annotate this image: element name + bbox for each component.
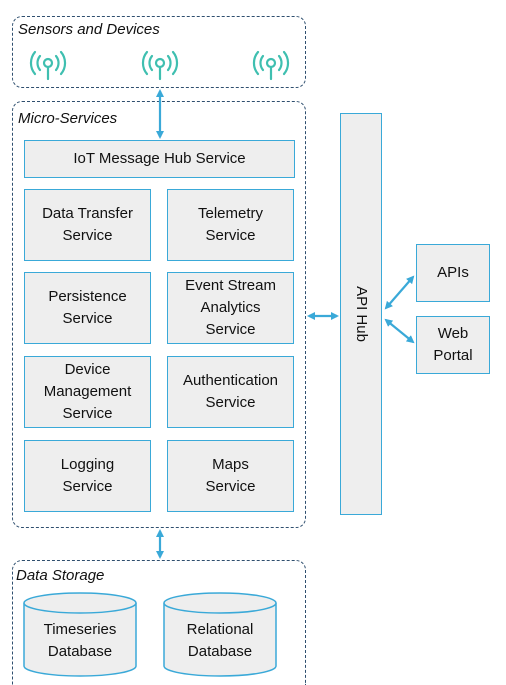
maps-service-box: Maps Service xyxy=(167,440,294,512)
micro-services-title: Micro-Services xyxy=(18,110,118,127)
wireless-sensor-icon xyxy=(252,50,290,81)
wireless-sensor-icon xyxy=(29,50,67,81)
relational-database-label: Relational Database xyxy=(186,621,254,660)
web-portal-box: Web Portal xyxy=(416,316,490,374)
telemetry-service-box: Telemetry Service xyxy=(167,189,294,261)
logging-service-box: Logging Service xyxy=(24,440,151,512)
api-hub-to-web-portal-arrow xyxy=(384,318,415,344)
apis-box: APIs xyxy=(416,244,490,302)
event-stream-analytics-service-box: Event Stream Analytics Service xyxy=(167,272,294,344)
data-storage-group xyxy=(12,560,306,685)
wireless-sensor-icon xyxy=(141,50,179,81)
iot-message-hub-box: IoT Message Hub Service xyxy=(24,140,295,178)
data-transfer-service-box: Data Transfer Service xyxy=(24,189,151,261)
persistence-service-box: Persistence Service xyxy=(24,272,151,344)
timeseries-database-label: Timeseries Database xyxy=(43,621,117,660)
sensors-devices-group xyxy=(12,16,306,88)
device-management-service-box: Device Management Service xyxy=(24,356,151,428)
authentication-service-box: Authentication Service xyxy=(167,356,294,428)
api-hub-box: API Hub xyxy=(340,113,382,515)
data-storage-title: Data Storage xyxy=(16,567,105,584)
sensors-devices-title: Sensors and Devices xyxy=(18,21,160,38)
api-hub-to-apis-arrow xyxy=(384,275,415,310)
